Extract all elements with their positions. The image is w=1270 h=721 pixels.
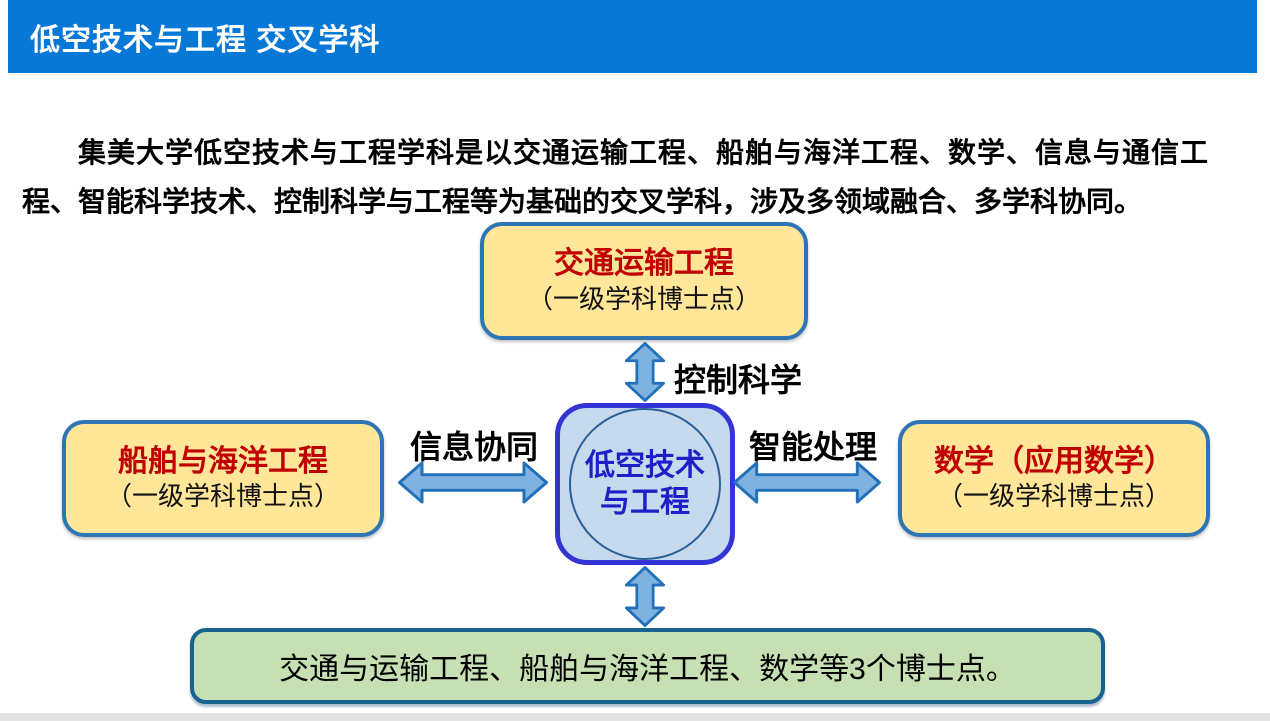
node-subtitle: （一级学科博士点） xyxy=(105,481,340,512)
node-transportation-engineering: 交通运输工程 （一级学科博士点） xyxy=(480,222,808,340)
intro-paragraph: 集美大学低空技术与工程学科是以交通运输工程、船舶与海洋工程、数学、信息与通信工程… xyxy=(22,137,1208,217)
node-subtitle: （一级学科博士点） xyxy=(936,481,1171,512)
double-arrow-vertical-bottom-icon xyxy=(625,566,665,627)
double-arrow-horizontal-right-icon xyxy=(733,461,881,504)
footer-summary-box: 交通与运输工程、船舶与海洋工程、数学等3个博士点。 xyxy=(190,628,1105,704)
double-arrow-horizontal-left-icon xyxy=(398,461,548,504)
page-bottom-edge xyxy=(0,713,1270,721)
footer-summary-text: 交通与运输工程、船舶与海洋工程、数学等3个博士点。 xyxy=(279,653,1016,686)
node-subtitle: （一级学科博士点） xyxy=(526,283,761,314)
node-title: 交通运输工程 xyxy=(554,247,734,281)
hub-label-line2: 与工程 xyxy=(600,486,690,519)
edge-label-control-science: 控制科学 xyxy=(674,362,803,398)
slide-title: 低空技术与工程 交叉学科 xyxy=(30,23,381,57)
slide-title-bar: 低空技术与工程 交叉学科 xyxy=(8,0,1257,73)
hub-label: 低空技术 与工程 xyxy=(585,447,705,522)
node-title: 数学（应用数学） xyxy=(934,444,1174,478)
node-title: 船舶与海洋工程 xyxy=(118,444,328,478)
double-arrow-vertical-top-icon xyxy=(625,342,665,402)
hub-circle xyxy=(569,408,721,560)
edge-label-intelligent-processing: 智能处理 xyxy=(748,429,877,465)
node-mathematics: 数学（应用数学） （一级学科博士点） xyxy=(898,420,1210,537)
node-naval-ocean-engineering: 船舶与海洋工程 （一级学科博士点） xyxy=(62,420,384,537)
hub-label-line1: 低空技术 xyxy=(585,448,705,482)
edge-label-information-coordination: 信息协同 xyxy=(409,429,538,465)
center-hub: 低空技术 与工程 xyxy=(555,403,735,565)
